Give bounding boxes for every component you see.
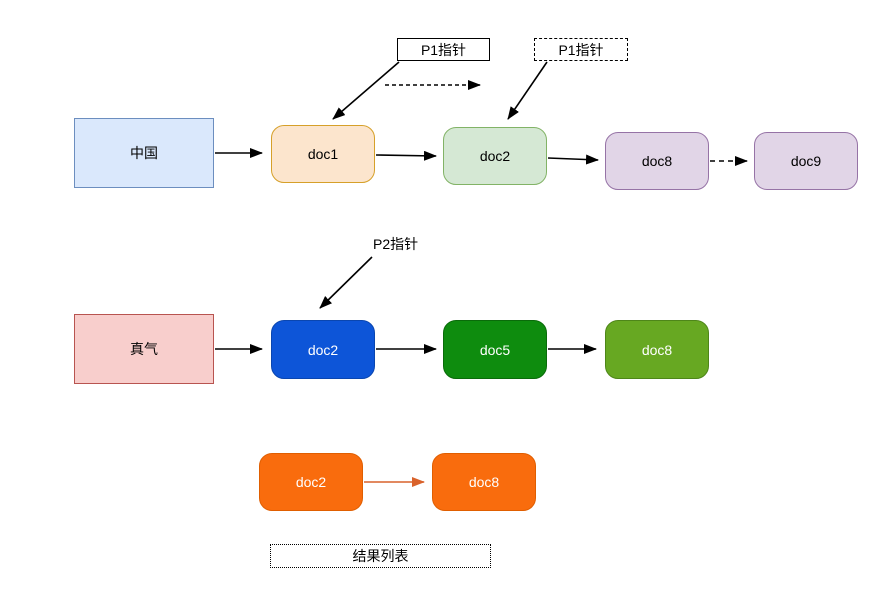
arrow-p1-dashed-to-doc2 [507,61,548,120]
result-list-label: 结果列表 [270,544,491,568]
doc-node-row1-doc1: doc1 [271,125,375,183]
doc-node-result-doc8: doc8 [432,453,536,511]
doc-node-row2-doc2: doc2 [271,320,375,379]
doc-node-row2-doc5: doc5 [443,320,547,379]
doc-node-row1-doc8: doc8 [605,132,709,190]
arrow-p1-solid-to-doc1 [332,61,400,120]
term-node-china: 中国 [74,118,214,188]
doc-node-row2-doc8: doc8 [605,320,709,379]
arrow-doc2-doc8 [547,154,599,165]
p1-pointer-label-dashed: P1指针 [534,38,628,61]
doc-node-result-doc2: doc2 [259,453,363,511]
doc-node-row1-doc2: doc2 [443,127,547,185]
arrow-p2-to-doc2 [319,256,373,309]
arrow-doc1-doc2 [375,150,437,161]
p1-pointer-label-solid: P1指针 [397,38,490,61]
doc-node-row1-doc9: doc9 [754,132,858,190]
term-node-zhenqi: 真气 [74,314,214,384]
p2-pointer-label: P2指针 [373,236,419,252]
